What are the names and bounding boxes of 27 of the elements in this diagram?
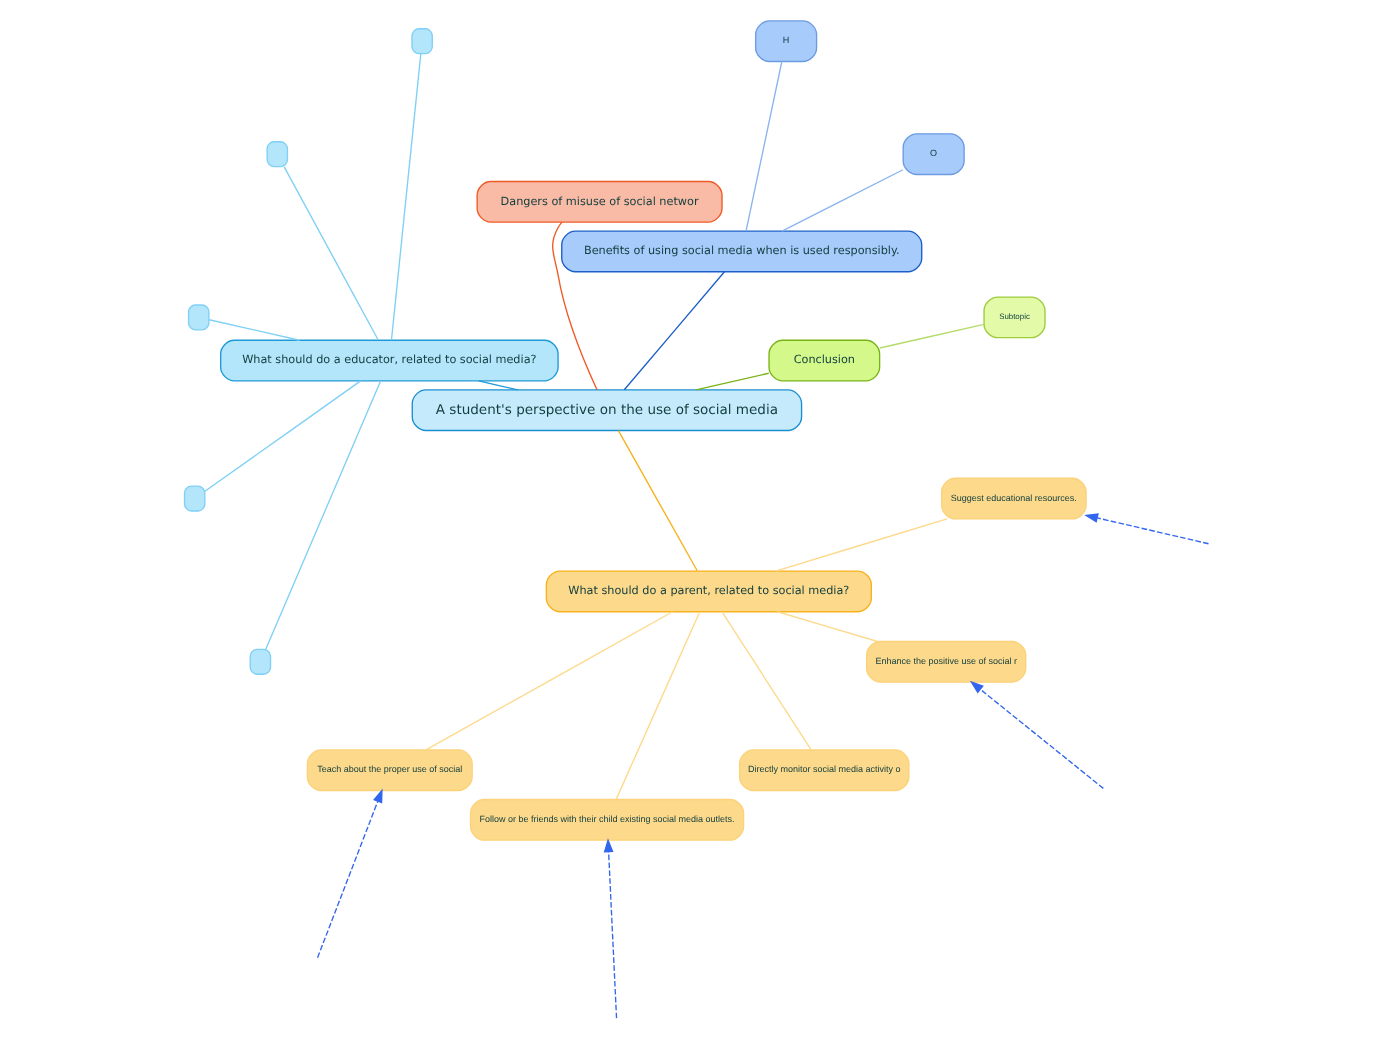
connector — [389, 53, 421, 341]
node-box — [186, 304, 209, 331]
arrow — [968, 680, 1103, 790]
connector — [264, 380, 381, 650]
node-box — [182, 485, 205, 512]
connector — [744, 60, 782, 232]
node-box — [248, 648, 271, 675]
connector — [424, 611, 673, 751]
connector — [878, 323, 984, 349]
arrow — [315, 788, 382, 959]
connector — [616, 429, 697, 572]
arrow — [1083, 513, 1209, 545]
node-box — [410, 28, 432, 55]
arrow — [602, 838, 617, 1019]
connector — [775, 611, 878, 643]
connector — [694, 372, 769, 391]
connector — [207, 319, 300, 341]
connector — [622, 271, 725, 391]
connector — [203, 380, 361, 492]
connector — [477, 380, 518, 391]
connector — [282, 166, 378, 341]
connector — [614, 611, 700, 801]
connector — [720, 611, 811, 751]
node-box — [265, 141, 288, 168]
connector — [780, 169, 903, 232]
connector — [774, 518, 947, 572]
connector — [550, 221, 597, 391]
